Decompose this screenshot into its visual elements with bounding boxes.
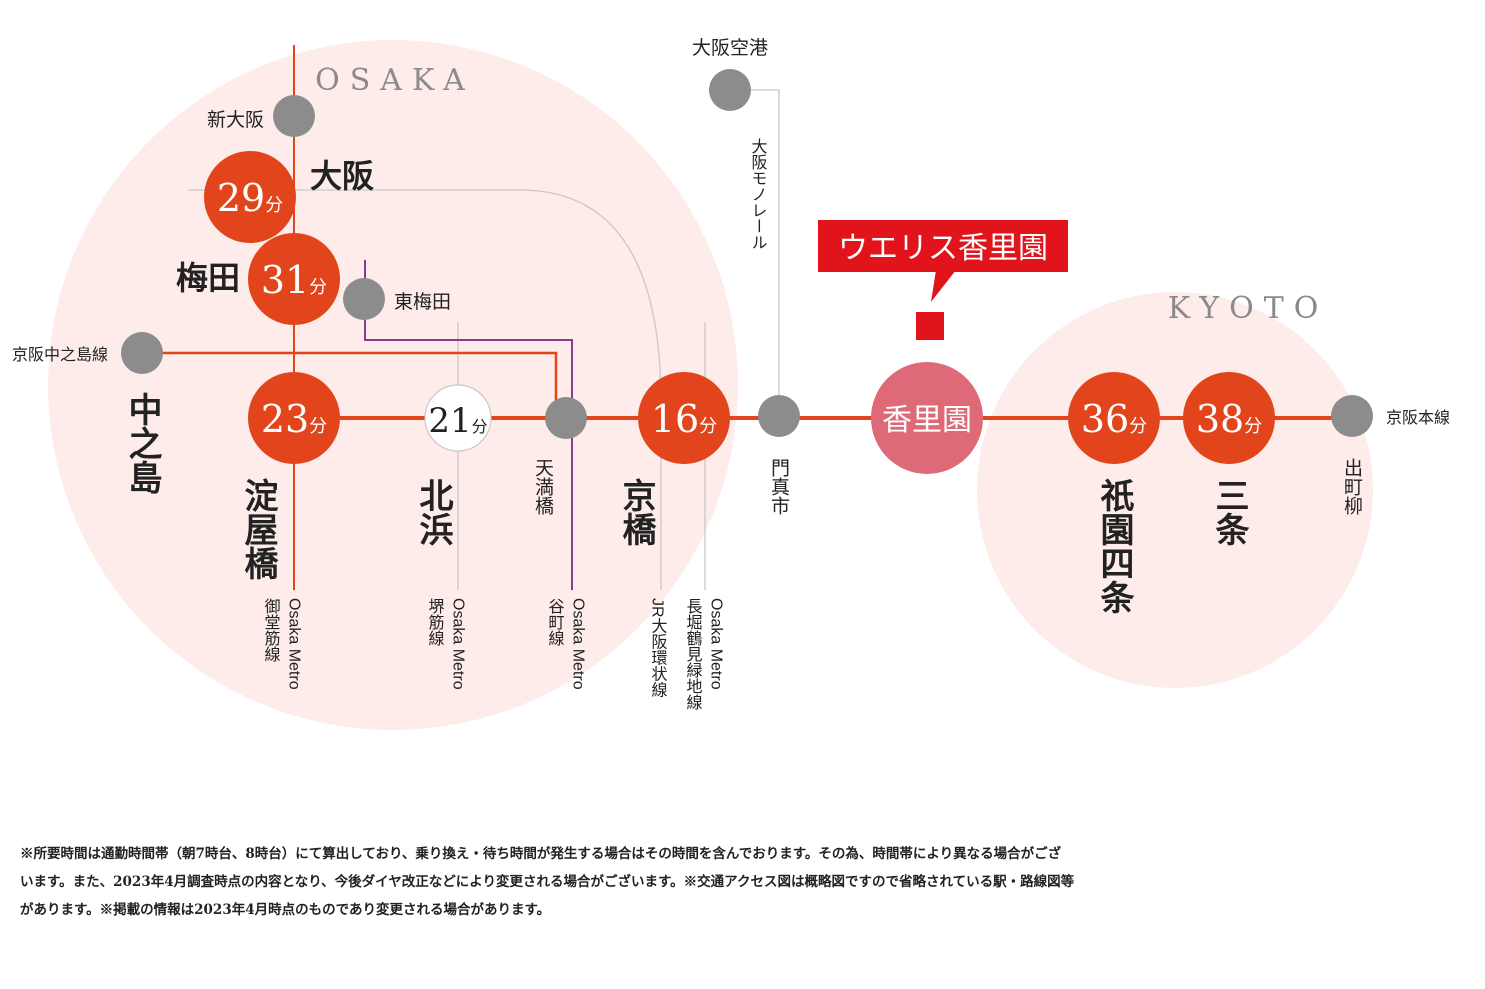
time-circle-umeda: 31分: [248, 233, 340, 325]
kyoto-region-label: KYOTO: [1168, 291, 1329, 326]
kyoto-region: [977, 292, 1373, 688]
home-station-circle: [871, 362, 983, 474]
label-umeda: 梅田: [176, 259, 240, 297]
time-circle-kyobashi: 16分: [638, 372, 730, 464]
label-shin-osaka: 新大阪: [207, 109, 264, 131]
label-sakaisuji-1: Osaka Metro: [450, 598, 467, 690]
svg-text:36分: 36分: [1081, 397, 1147, 441]
footnotes: ※所要時間は通勤時間帯（朝7時台、8時台）にて算出しており、乗り換え・待ち時間が…: [20, 840, 1440, 924]
label-yodoyabashi: 淀屋橋: [238, 478, 278, 580]
footnote-line: ※所要時間は通勤時間帯（朝7時台、8時台）にて算出しており、乗り換え・待ち時間が…: [20, 846, 1062, 862]
route-diagram: OSAKA KYOTO 29分 31分: [12, 37, 1450, 730]
footnote-line: があります。※掲載の情報は2023年4月時点のものであり変更される場合があります…: [20, 902, 551, 918]
time-circle-gion-shijo: 36分: [1068, 372, 1160, 464]
station-dot-temmabashi: [545, 397, 587, 439]
label-osaka-airport: 大阪空港: [692, 37, 768, 59]
label-demachiyanagi: 出町柳: [1341, 458, 1363, 515]
svg-text:38分: 38分: [1196, 397, 1262, 441]
label-temmabashi: 天満橋: [532, 458, 554, 516]
label-nagahori-1: Osaka Metro: [708, 598, 725, 690]
time-kitahama: 21: [428, 401, 471, 441]
svg-text:23分: 23分: [261, 397, 327, 441]
label-midosuji-2: 御堂筋線: [262, 598, 281, 662]
station-dot-osaka-airport: [709, 69, 751, 111]
label-kadomashi: 門真市: [768, 458, 790, 515]
time-osaka: 29: [217, 176, 265, 220]
callout-box: [818, 220, 1068, 272]
label-kitahama: 北浜: [413, 478, 453, 546]
time-sanjo: 38: [1196, 397, 1244, 441]
label-midosuji-1: Osaka Metro: [286, 598, 303, 690]
label-kyobashi: 京橋: [616, 478, 656, 546]
label-osaka: 大阪: [310, 157, 374, 195]
callout-label: ウエリス香里園: [838, 231, 1048, 266]
label-tanimachi-1: Osaka Metro: [570, 598, 587, 690]
station-dot-kadomashi: [758, 395, 800, 437]
svg-text:31分: 31分: [261, 258, 327, 302]
nakanoshima-line: [145, 351, 558, 418]
callout-marker: [916, 312, 944, 340]
footnote-line: います。また、2023年4月調査時点の内容となり、今後ダイヤ改正などにより変更さ…: [20, 874, 1075, 890]
callout-pointer: [931, 270, 956, 302]
label-nakanoshima: 中之島: [122, 392, 162, 494]
label-sakaisuji-2: 堺筋線: [426, 598, 445, 646]
jr-loop-line: [188, 189, 662, 590]
svg-text:21分: 21分: [428, 401, 487, 441]
label-jr-loop: JR大阪環状線: [649, 598, 668, 698]
time-gion-shijo: 36: [1081, 397, 1129, 441]
osaka-region: [48, 40, 738, 730]
svg-text:29分: 29分: [217, 176, 283, 220]
time-umeda: 31: [261, 258, 309, 302]
svg-text:16分: 16分: [651, 397, 717, 441]
time-circle-kitahama: 21分: [424, 384, 492, 452]
osaka-region-label: OSAKA: [315, 63, 475, 98]
time-circle-sanjo: 38分: [1183, 372, 1275, 464]
label-keihan-nakanoshima-line: 京阪中之島線: [12, 346, 108, 364]
time-yodoyabashi: 23: [261, 397, 309, 441]
label-gion-shijo: 祇園四条: [1094, 478, 1134, 614]
home-station-name: 香里園: [882, 403, 972, 438]
station-dot-shin-osaka: [273, 95, 315, 137]
label-sanjo: 三条: [1209, 478, 1249, 546]
label-monorail: 大阪モノレール: [749, 138, 768, 250]
label-keihan-main-line: 京阪本線: [1386, 409, 1450, 427]
station-dot-nakanoshima-line: [121, 332, 163, 374]
label-tanimachi-2: 谷町線: [546, 598, 565, 646]
station-dot-demachiyanagi: [1331, 395, 1373, 437]
time-kyobashi: 16: [651, 397, 699, 441]
station-dot-higashi-umeda: [343, 278, 385, 320]
label-nagahori-2: 長堀鶴見緑地線: [684, 598, 703, 710]
time-circle-osaka: 29分: [204, 151, 296, 243]
time-circle-yodoyabashi: 23分: [248, 372, 340, 464]
label-higashi-umeda: 東梅田: [394, 291, 451, 313]
